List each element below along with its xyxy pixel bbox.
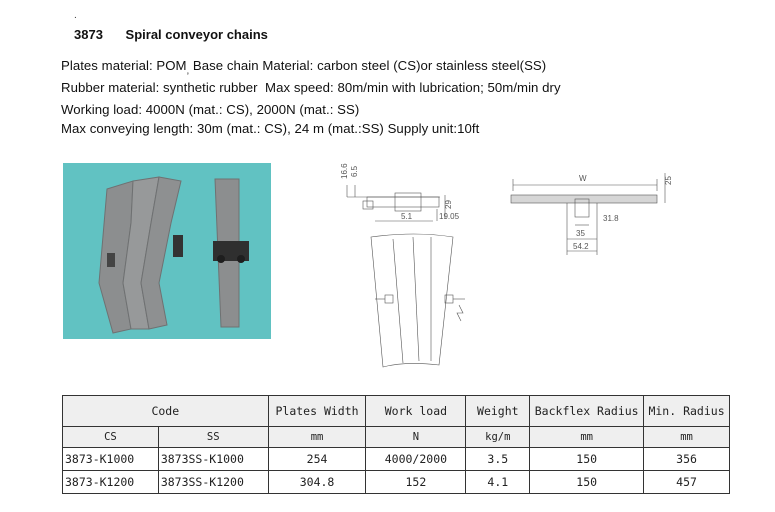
dim-31-8: 31.8 — [603, 214, 619, 223]
table-header-row: Code Plates Width Work load Weight Backf… — [62, 395, 730, 427]
spec-plates-material: Plates material: POM — [61, 58, 187, 73]
dim-16-6: 16.6 — [340, 163, 349, 179]
spec-separator: , — [186, 65, 190, 76]
header-work-load: Work load — [365, 395, 467, 427]
dim-w: W — [579, 174, 587, 183]
plan-view-drawing — [370, 233, 465, 368]
dim-25: 25 — [664, 176, 673, 185]
table-row: 3873-K1000 3873SS-K1000 254 4000/2000 3.… — [62, 447, 730, 471]
table-unit-row: CS SS mm N kg/m mm mm — [62, 426, 730, 448]
unit-cs: CS — [62, 426, 159, 448]
chain-top-view-photo — [98, 176, 183, 334]
cell-plates-width: 254 — [267, 447, 367, 471]
spec-rubber-material: Rubber material: synthetic rubber — [61, 80, 258, 95]
cross-section-drawing — [510, 173, 666, 255]
chain-side-view-photo — [213, 178, 249, 328]
cell-cs-code: 3873-K1200 — [62, 470, 159, 494]
cell-work-load: 4000/2000 — [365, 447, 467, 471]
spec-max-speed: Max speed: 80m/min with lubrication; 50m… — [257, 80, 561, 95]
header-min-radius: Min. Radius — [643, 395, 730, 427]
spec-line-rubber-speed: Rubber material: synthetic rubber Max sp… — [61, 80, 561, 95]
unit-min-radius: mm — [643, 426, 730, 448]
side-view-drawing — [346, 185, 446, 222]
cell-work-load: 152 — [365, 470, 467, 494]
unit-ss: SS — [157, 426, 269, 448]
dim-29: 29 — [444, 200, 453, 209]
header-code: Code — [62, 395, 269, 427]
cell-min-radius: 457 — [643, 470, 730, 494]
spec-working-load: Working load: 4000N (mat.: CS), 2000N (m… — [61, 102, 360, 117]
cell-weight: 3.5 — [465, 447, 531, 471]
product-code: 3873 — [74, 27, 103, 42]
unit-backflex-radius: mm — [529, 426, 645, 448]
spec-base-chain-material: Base chain Material: carbon steel (CS)or… — [189, 58, 547, 73]
cell-backflex-radius: 150 — [529, 470, 645, 494]
dim-5-1: 5.1 — [401, 212, 413, 221]
dim-6-5: 6.5 — [350, 165, 359, 177]
header-backflex-radius: Backflex Radius — [529, 395, 645, 427]
spec-supply-unit: Supply unit:10ft — [383, 121, 480, 136]
table-row: 3873-K1200 3873SS-K1200 304.8 152 4.1 15… — [62, 470, 730, 494]
dim-54-2: 54.2 — [573, 242, 589, 251]
header-plates-width: Plates Width — [267, 395, 367, 427]
technical-drawing: 16.6 6.5 29 5.1 19.05 W 25 31.8 35 54.2 — [340, 163, 673, 368]
stray-dot: . — [74, 10, 77, 21]
page-title: 3873 Spiral conveyor chains — [74, 27, 268, 42]
cell-cs-code: 3873-K1000 — [62, 447, 159, 471]
cell-backflex-radius: 150 — [529, 447, 645, 471]
unit-work-load: N — [365, 426, 467, 448]
cell-min-radius: 356 — [643, 447, 730, 471]
cell-plates-width: 304.8 — [267, 470, 367, 494]
cell-ss-code: 3873SS-K1000 — [157, 447, 269, 471]
product-title: Spiral conveyor chains — [125, 27, 268, 42]
specification-table: Code Plates Width Work load Weight Backf… — [62, 395, 730, 494]
chain-link-photo — [173, 235, 183, 257]
unit-weight: kg/m — [465, 426, 531, 448]
spec-line-length-supply: Max conveying length: 30m (mat.: CS), 24… — [61, 121, 479, 136]
dim-35: 35 — [576, 229, 585, 238]
spec-line-materials: Plates material: POM, Base chain Materia… — [61, 58, 546, 76]
cell-weight: 4.1 — [465, 470, 531, 494]
product-photo — [63, 163, 271, 339]
cell-ss-code: 3873SS-K1200 — [157, 470, 269, 494]
dim-19-05: 19.05 — [439, 212, 460, 221]
spec-max-length: Max conveying length: 30m (mat.: CS), 24… — [61, 121, 384, 136]
unit-plates-width: mm — [267, 426, 367, 448]
header-weight: Weight — [465, 395, 531, 427]
